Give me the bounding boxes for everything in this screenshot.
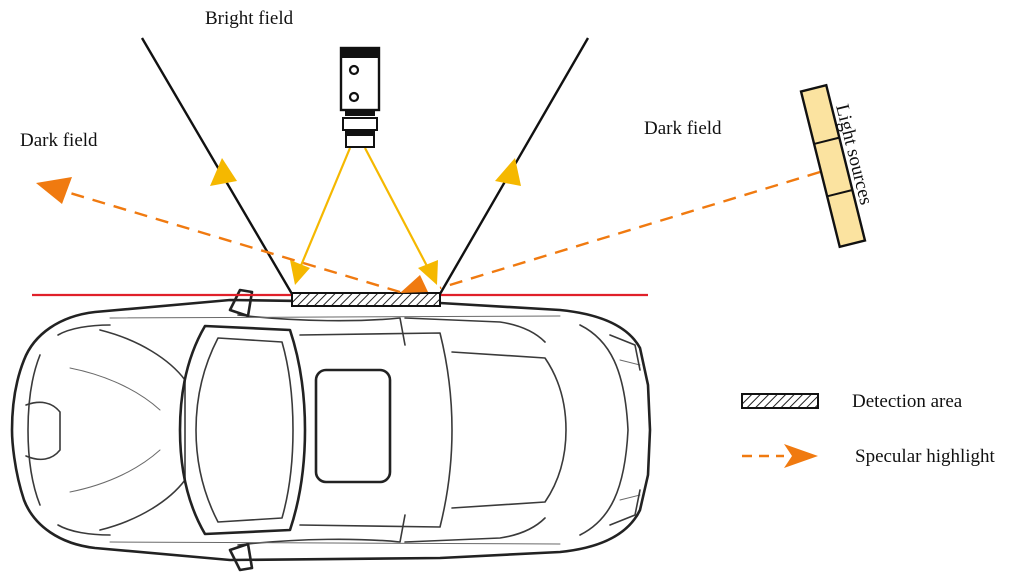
incident-ray-arrowhead xyxy=(400,275,428,293)
bright-ray-arrowhead-left xyxy=(290,260,310,285)
specular-reflection-ray xyxy=(59,188,401,294)
detection-area xyxy=(291,292,441,307)
bright-field-arrow-left xyxy=(210,158,237,186)
legend-specular-label: Specular highlight xyxy=(855,446,996,467)
incident-light-ray xyxy=(439,170,821,290)
dark-field-label-left: Dark field xyxy=(20,130,98,151)
camera-icon xyxy=(339,46,381,148)
legend-detection-label: Detection area xyxy=(852,391,963,412)
bright-field-arrow-right xyxy=(495,158,521,186)
bright-field-label: Bright field xyxy=(205,8,294,29)
legend: Detection area Specular highlight xyxy=(741,391,996,468)
legend-specular-arrow-icon xyxy=(784,444,818,468)
bright-ray-arrowhead-right xyxy=(418,260,438,285)
bright-field-rays xyxy=(298,147,429,269)
specular-ray-arrowhead xyxy=(36,177,72,204)
car-top-view xyxy=(10,288,652,572)
bright-field-boundary-left xyxy=(140,37,294,295)
light-source-icon xyxy=(799,83,867,249)
dark-field-label-right: Dark field xyxy=(644,118,722,139)
legend-detection-swatch xyxy=(741,393,819,409)
